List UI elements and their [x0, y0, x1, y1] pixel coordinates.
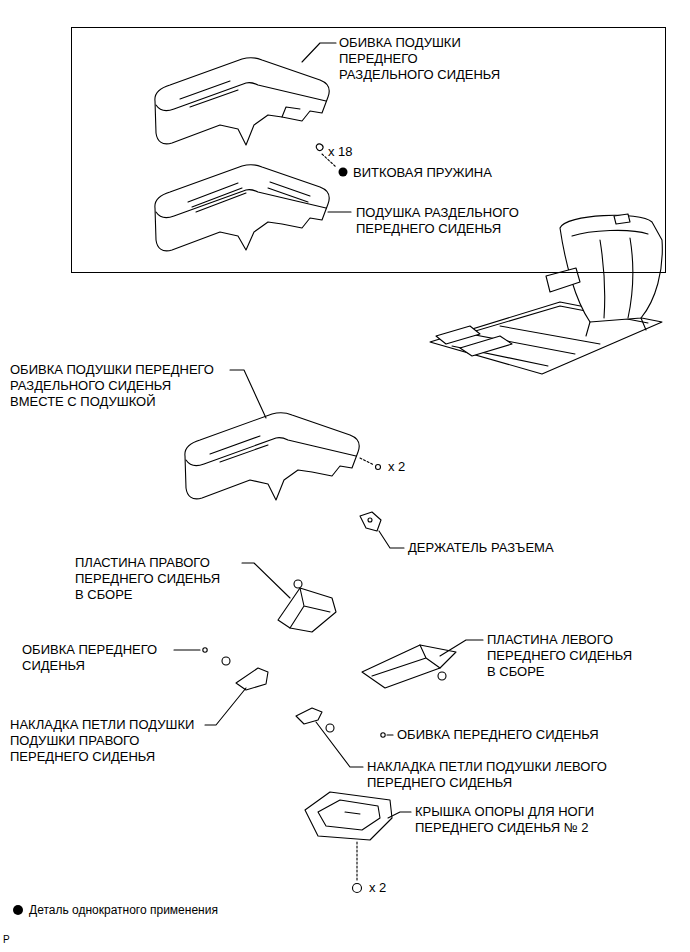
left-plate-drawing: [362, 645, 456, 688]
one-time-use-mark: [339, 168, 348, 177]
quantity: x 2: [388, 459, 405, 475]
part-name: ВИТКОВАЯ ПРУЖИНА: [353, 165, 492, 181]
part-name: ОБИВКА ПОДУШКИ ПЕРЕДНЕГО РАЗДЕЛЬНОГО СИД…: [339, 35, 503, 83]
part-name: ПЛАСТИНА ПРАВОГО ПЕРЕДНЕГО СИДЕНЬЯ В СБО…: [75, 555, 223, 603]
legend-symbol: [13, 905, 23, 915]
part-name: ОБИВКА ПЕРЕДНЕГО СИДЕНЬЯ: [22, 642, 160, 674]
part-name: ПЛАСТИНА ЛЕВОГО ПЕРЕДНЕГО СИДЕНЬЯ В СБОР…: [487, 632, 635, 680]
right-hinge-cover-drawing: [236, 668, 268, 690]
cushion-cover-drawing: [155, 58, 329, 145]
part-name: НАКЛАДКА ПЕТЛИ ПОДУШКИ ПОДУШКИ ПРАВОГО П…: [10, 717, 197, 765]
connector-holder-drawing: [360, 512, 381, 531]
legend-text: Деталь однократного применения: [29, 903, 218, 917]
spring-symbol: [316, 144, 323, 151]
foot-cover-drawing: [305, 792, 392, 840]
seat-assembly-drawing: [430, 214, 662, 374]
quantity: x 2: [369, 880, 386, 896]
page-code: P: [3, 934, 10, 946]
left-hinge-cover-drawing: [296, 708, 322, 724]
part-name: НАКЛАДКА ПЕТЛИ ПОДУШКИ ЛЕВОГО ПЕРЕДНЕГО …: [367, 759, 609, 791]
quantity: x 18: [328, 144, 353, 160]
part-name: ПОДУШКА РАЗДЕЛЬНОГО ПЕРЕДНЕГО СИДЕНЬЯ: [356, 205, 521, 237]
part-name: ОБИВКА ПОДУШКИ ПЕРЕДНЕГО РАЗДЕЛЬНОГО СИД…: [10, 362, 216, 410]
inset-frame: ОБИВКА ПОДУШКИ ПЕРЕДНЕГО РАЗДЕЛЬНОГО СИД…: [71, 27, 666, 273]
part-name: КРЫШКА ОПОРЫ ДЛЯ НОГИ ПЕРЕДНЕГО СИДЕНЬЯ …: [415, 804, 597, 836]
part-name: ДЕРЖАТЕЛЬ РАЗЪЕМА: [408, 540, 554, 556]
cushion-pad-drawing: [155, 165, 329, 251]
cushion-assembly-drawing: [185, 413, 359, 500]
legend-entry: Деталь однократного применения: [13, 903, 218, 917]
part-name: ОБИВКА ПЕРЕДНЕГО СИДЕНЬЯ: [397, 727, 599, 743]
